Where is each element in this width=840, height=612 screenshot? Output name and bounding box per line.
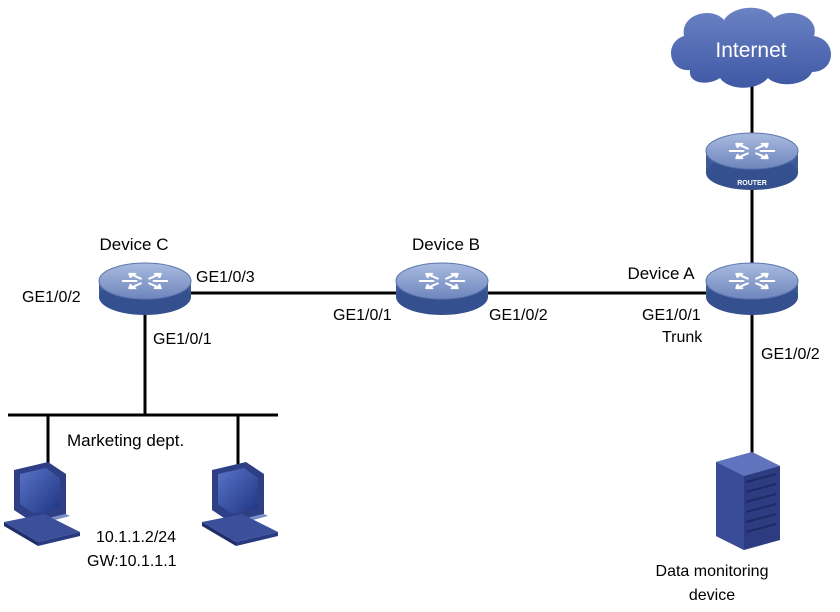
device-a-label: Device A <box>627 264 695 283</box>
monitor-label-line2: device <box>689 587 735 604</box>
device-a-port-b: GE1/0/1 <box>642 307 701 324</box>
internet-cloud-icon: Internet <box>671 7 832 88</box>
device-b-port-a: GE1/0/2 <box>489 307 548 324</box>
device-b-label: Device B <box>412 235 480 254</box>
router-icon: ROUTER <box>705 132 799 190</box>
device-c-label: Device C <box>100 235 169 254</box>
host-2-desktop-pc-icon <box>202 462 278 546</box>
monitor-label-line1: Data monitoring <box>656 563 769 580</box>
host-1-desktop-pc-icon <box>4 462 80 546</box>
lan-name-label: Marketing dept. <box>67 431 184 450</box>
host-ip-label: 10.1.1.2/24 <box>96 529 176 546</box>
host-gateway-label: GW:10.1.1.1 <box>87 553 177 570</box>
device-a-switch-icon <box>706 263 798 315</box>
data-monitoring-server-icon <box>715 451 781 551</box>
device-b-port-c: GE1/0/1 <box>333 307 392 324</box>
device-a-port-b-mode: Trunk <box>662 329 703 346</box>
device-c-switch-icon <box>99 263 191 315</box>
internet-label: Internet <box>715 39 786 62</box>
device-a-port-monitor: GE1/0/2 <box>761 346 820 363</box>
device-c-port-b: GE1/0/3 <box>196 269 255 286</box>
router-label: ROUTER <box>737 180 767 187</box>
device-b-switch-icon <box>396 263 488 315</box>
device-c-port-left: GE1/0/2 <box>22 289 81 306</box>
device-c-port-lan: GE1/0/1 <box>153 331 212 348</box>
